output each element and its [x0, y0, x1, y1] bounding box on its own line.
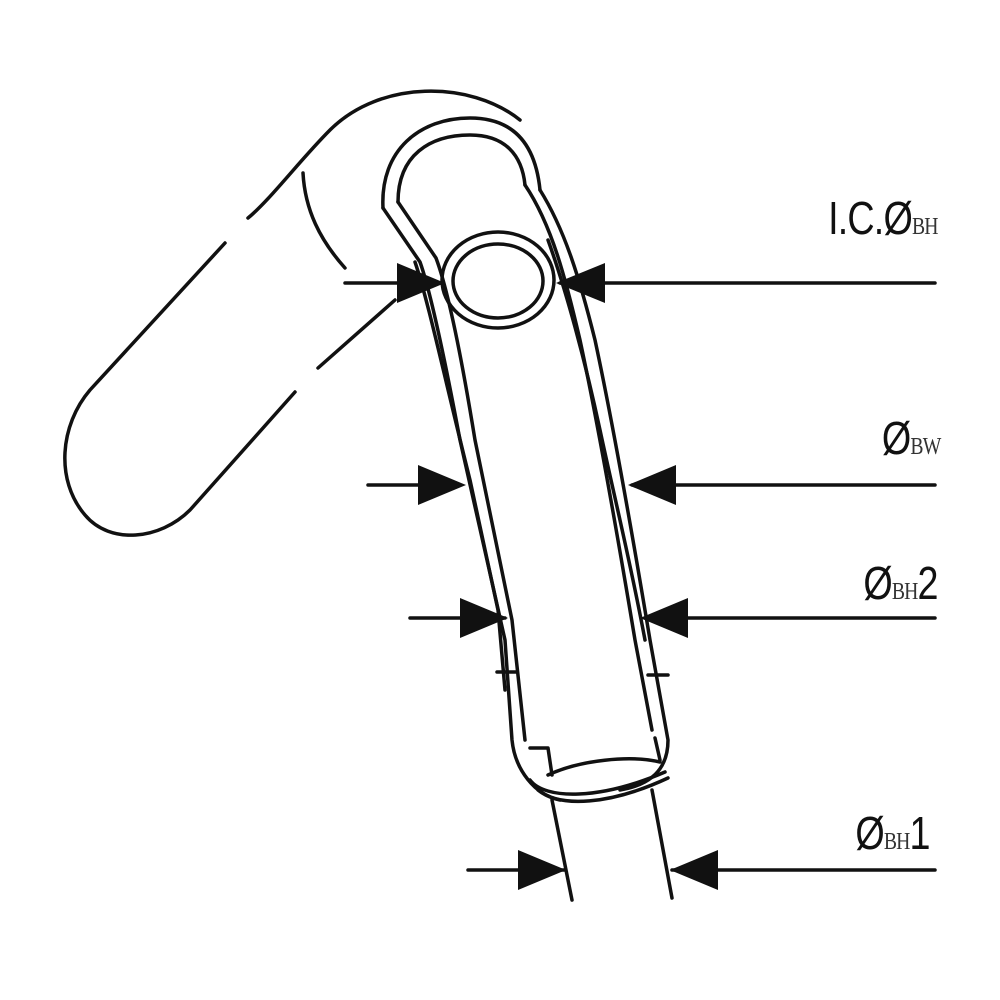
- label-prefix: Ø: [863, 557, 893, 609]
- label-prefix: I.C.Ø: [828, 192, 913, 244]
- label-diameter-bh2: ØBH2: [847, 557, 939, 609]
- label-prefix: Ø: [881, 412, 910, 464]
- tube-body: [381, 116, 674, 902]
- label-diameter-bh1: ØBH1: [839, 807, 931, 859]
- label-ic-diameter-bh: I.C.ØBH: [804, 195, 938, 241]
- arrow-right-icon: [397, 263, 445, 303]
- arrow-left-icon: [670, 850, 718, 890]
- arrow-left-icon: [628, 465, 676, 505]
- label-diameter-bw: ØBW: [869, 415, 940, 461]
- dimension-arrowheads: [397, 263, 718, 890]
- arrow-left-icon: [556, 263, 605, 303]
- label-prefix: Ø: [855, 807, 885, 859]
- label-suffix: 1: [909, 807, 931, 859]
- label-subscript: BW: [909, 434, 941, 460]
- arrow-right-icon: [518, 850, 566, 890]
- arrow-left-icon: [640, 598, 688, 638]
- inner-circle: [440, 230, 556, 330]
- label-suffix: 2: [917, 557, 939, 609]
- ghost-handle-outline: [63, 89, 522, 537]
- label-subscript: BH: [884, 829, 911, 855]
- label-subscript: BH: [912, 214, 939, 240]
- arrow-right-icon: [418, 465, 466, 505]
- label-subscript: BH: [892, 579, 919, 605]
- arrow-right-icon: [460, 598, 508, 638]
